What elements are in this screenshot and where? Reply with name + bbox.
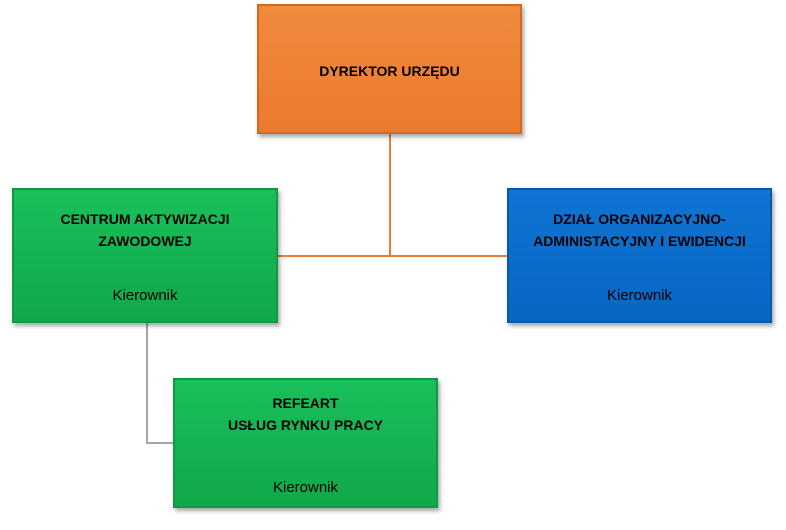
referat-title: REFEART USŁUG RYNKU PRACY [227, 395, 384, 433]
referat-box[interactable]: REFEART USŁUG RYNKU PRACY Kierownik [173, 378, 438, 508]
centrum-box[interactable]: CENTRUM AKTYWIZACJI ZAWODOWEJ Kierownik [12, 188, 278, 323]
centrum-role: Kierownik [112, 287, 178, 304]
director-box[interactable]: DYREKTOR URZĘDU [257, 4, 522, 134]
dzial-role: Kierownik [606, 287, 673, 304]
dzial-title: DZIAŁ ORGANIZACYJNO- ADMINISTACYJNY I EW… [533, 211, 746, 249]
centrum-title: CENTRUM AKTYWIZACJI ZAWODOWEJ [60, 211, 230, 249]
centrum-referat-connector [146, 323, 173, 444]
director-title: DYREKTOR URZĘDU [319, 63, 460, 79]
referat-role: Kierownik [272, 479, 339, 496]
dzial-box[interactable]: DZIAŁ ORGANIZACYJNO- ADMINISTACYJNY I EW… [507, 188, 772, 323]
